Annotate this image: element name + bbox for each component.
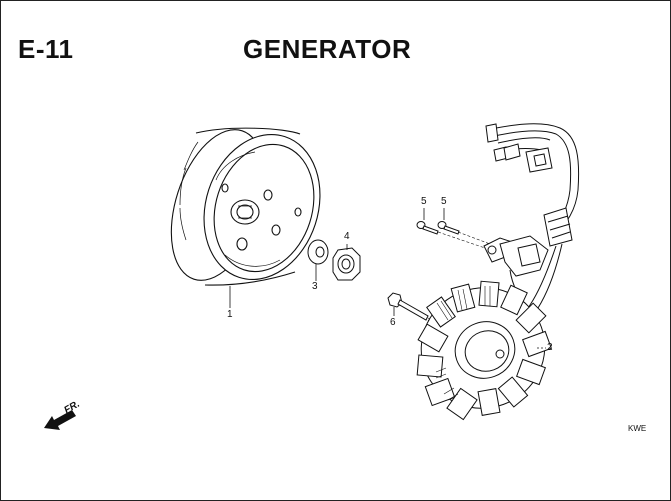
section-code: E-11 (18, 34, 74, 64)
pulser-icon (483, 235, 549, 311)
stator-coil-icon (416, 280, 552, 421)
callout-bolt-5b: 5 (441, 196, 447, 207)
bolt-icon (437, 221, 460, 235)
page-title: GENERATOR (243, 34, 412, 64)
callout-bolt-6: 6 (390, 317, 396, 328)
front-direction-arrow-icon (44, 410, 76, 430)
flywheel-icon (170, 127, 321, 286)
bolt-icon (416, 221, 439, 235)
callout-washer: 3 (312, 281, 318, 292)
nut-icon (332, 247, 361, 281)
callout-nut: 4 (344, 231, 350, 242)
callout-flywheel: 1 (227, 309, 233, 320)
washer-icon (307, 239, 329, 265)
callout-stator: 2 (547, 342, 553, 353)
callout-bolt-5a: 5 (421, 196, 427, 207)
reference-code: KWE (628, 424, 647, 433)
bolt-icon (387, 292, 429, 321)
